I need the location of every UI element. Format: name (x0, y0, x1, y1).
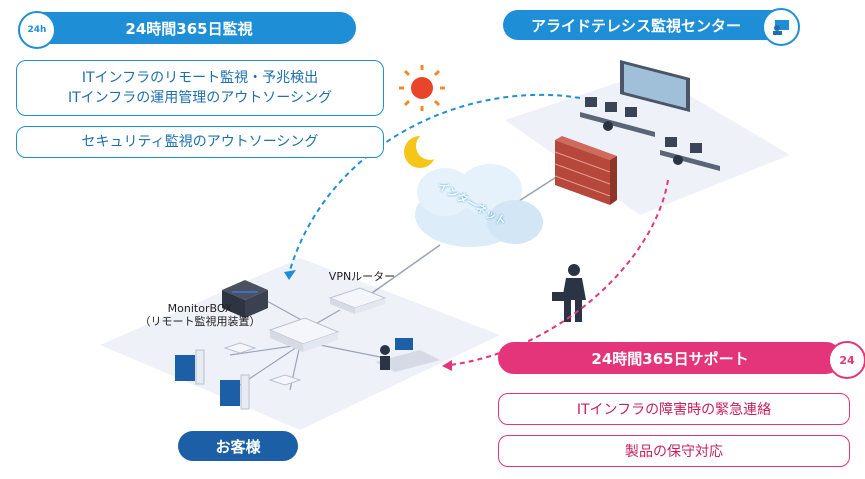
monitoring-item-1: ITインフラのリモート監視・予兆検出 (81, 70, 319, 86)
support-item-2-box: 製品の保守対応 (498, 435, 850, 467)
support-item-1-box: ITインフラの障害時の緊急連絡 (498, 393, 850, 425)
engineer-figure-icon (552, 264, 586, 322)
monitoring-item-2: ITインフラの運用管理のアウトソーシング (68, 90, 332, 106)
center-platform (505, 72, 790, 215)
desktop-pc-icons (175, 349, 250, 410)
operator-desks-icon (580, 97, 720, 171)
center-label: アライドテレシス監視センター (530, 16, 741, 35)
monitorbox-icon (222, 280, 268, 318)
security-item: セキュリティ監視のアウトソーシング (81, 134, 319, 150)
support-header: 24時間365日サポート (498, 342, 842, 374)
video-wall-icon (620, 60, 690, 112)
switch-icon (268, 317, 340, 352)
customer-workstation-icon (375, 338, 440, 372)
monitorbox-label: MonitorBOX （リモート監視用装置） (130, 302, 270, 328)
monitoring-arrow (289, 93, 581, 271)
clock-24h-icon: 24h (18, 11, 56, 49)
security-box: セキュリティ監視のアウトソーシング (16, 126, 384, 158)
support-item-2: 製品の保守対応 (625, 444, 723, 460)
support-24h-icon: 24 (828, 341, 865, 379)
monitoring-header: 24時間365日監視 (22, 12, 356, 44)
operator-icon (762, 8, 800, 46)
monitorbox-label-line2: （リモート監視用装置） (139, 315, 261, 328)
monitorbox-label-line1: MonitorBOX (167, 302, 233, 315)
monitoring-header-label: 24時間365日監視 (125, 19, 253, 38)
sun-icon (399, 65, 445, 111)
access-point-icons (223, 342, 302, 386)
vpn-router-icon (328, 287, 387, 314)
vpn-router-label: VPNルーター (328, 270, 396, 283)
customer-label: お客様 (178, 431, 298, 461)
support-header-label: 24時間365日サポート (591, 349, 749, 368)
monitoring-items-box: ITインフラのリモート監視・予兆検出 ITインフラの運用管理のアウトソーシング (16, 60, 384, 116)
support-item-1: ITインフラの障害時の緊急連絡 (576, 402, 772, 418)
internet-cloud-icon (415, 164, 543, 247)
moon-icon (404, 132, 444, 168)
center-header: アライドテレシス監視センター (503, 10, 795, 40)
firewall-icon (554, 136, 617, 205)
